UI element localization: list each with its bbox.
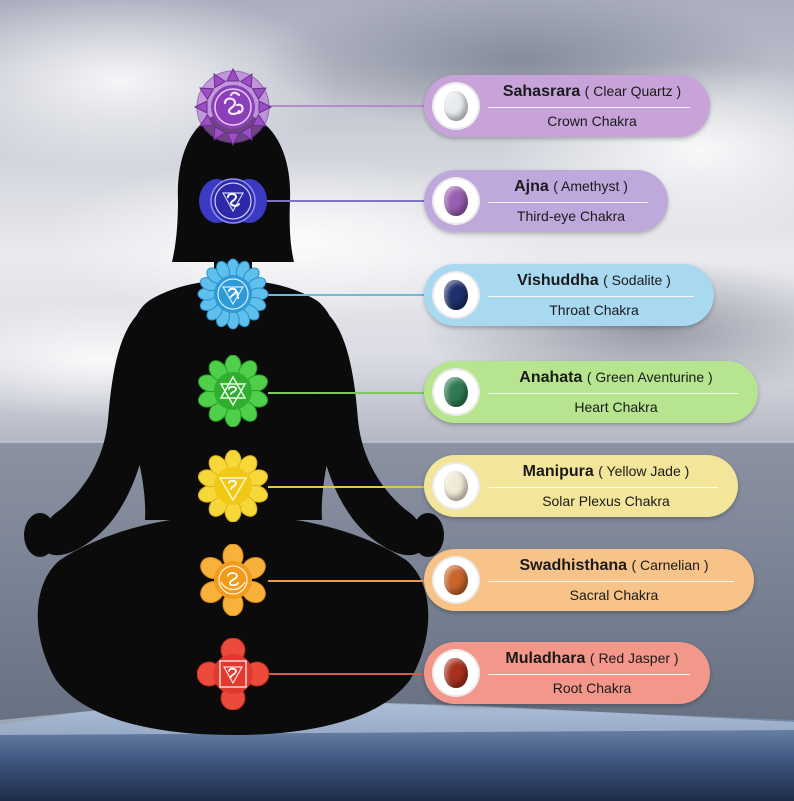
chakra-name: Manipura <box>522 463 594 480</box>
chakra-card-manipura: Manipura ( Yellow Jade ) Solar Plexus Ch… <box>424 455 738 517</box>
connector-line <box>265 200 428 202</box>
sodalite-stone-icon <box>444 280 468 310</box>
crystal-image <box>432 556 480 604</box>
crystal-name: Carnelian <box>640 557 700 573</box>
divider <box>488 581 734 582</box>
crystal-image <box>432 82 480 130</box>
divider <box>488 393 738 394</box>
root-chakra-symbol <box>197 638 269 710</box>
throat-chakra-symbol <box>197 258 269 330</box>
chakra-name-line: Vishuddha ( Sodalite ) <box>517 272 671 289</box>
divider <box>488 674 690 675</box>
crystal-name: Clear Quartz <box>593 83 673 99</box>
chakra-title: Root Chakra <box>552 680 632 696</box>
divider <box>488 202 648 203</box>
chakra-name-line: Ajna ( Amethyst ) <box>514 178 628 195</box>
sacral-chakra-symbol <box>200 544 266 616</box>
crystal-image <box>432 368 480 416</box>
chakra-title: Solar Plexus Chakra <box>542 493 670 509</box>
connector-line <box>268 392 428 394</box>
chakra-card-swadhisthana: Swadhisthana ( Carnelian ) Sacral Chakra <box>424 549 754 611</box>
connector-line <box>268 486 428 488</box>
connector-line <box>268 105 428 107</box>
crown-chakra-symbol <box>193 67 273 147</box>
crystal-image <box>432 649 480 697</box>
chakra-name: Swadhisthana <box>519 557 628 574</box>
crystal-image <box>432 462 480 510</box>
yellow-jade-stone-icon <box>444 471 468 501</box>
chakra-card-anahata: Anahata ( Green Aventurine ) Heart Chakr… <box>424 361 758 423</box>
chakra-name-line: Muladhara ( Red Jasper ) <box>505 650 679 667</box>
chakra-title: Throat Chakra <box>549 302 639 318</box>
chakra-title: Heart Chakra <box>574 399 658 415</box>
amethyst-stone-icon <box>444 186 468 216</box>
chakra-title: Sacral Chakra <box>569 587 659 603</box>
clear-quartz-stone-icon <box>444 91 468 121</box>
crystal-name: Sodalite <box>611 272 663 288</box>
crystal-name: Green Aventurine <box>595 369 705 385</box>
chakra-title: Crown Chakra <box>547 113 637 129</box>
chakra-name: Anahata <box>519 369 583 386</box>
chakra-name: Sahasrara <box>502 83 581 100</box>
divider <box>488 107 690 108</box>
divider <box>488 296 694 297</box>
carnelian-stone-icon <box>444 565 468 595</box>
heart-chakra-symbol <box>197 355 269 427</box>
connector-line <box>268 580 428 582</box>
chakra-card-ajna: Ajna ( Amethyst ) Third-eye Chakra <box>424 170 668 232</box>
chakra-name: Vishuddha <box>517 272 599 289</box>
crystal-image <box>432 271 480 319</box>
chakra-name: Ajna <box>514 178 549 195</box>
chakra-title: Third-eye Chakra <box>516 208 626 224</box>
green-aventurine-stone-icon <box>444 377 468 407</box>
chakra-name-line: Manipura ( Yellow Jade ) <box>522 463 690 480</box>
red-jasper-stone-icon <box>444 658 468 688</box>
chakra-name-line: Swadhisthana ( Carnelian ) <box>519 557 709 574</box>
chakra-card-sahasrara: Sahasrara ( Clear Quartz ) Crown Chakra <box>424 75 710 137</box>
crystal-name: Red Jasper <box>598 650 671 666</box>
solar-plexus-chakra-symbol <box>197 450 269 522</box>
crystal-name: Yellow Jade <box>606 463 681 479</box>
chakra-name-line: Sahasrara ( Clear Quartz ) <box>502 83 682 100</box>
chakra-name: Muladhara <box>505 650 586 667</box>
chakra-name-line: Anahata ( Green Aventurine ) <box>519 369 713 386</box>
chakra-card-muladhara: Muladhara ( Red Jasper ) Root Chakra <box>424 642 710 704</box>
connector-line <box>268 294 428 296</box>
divider <box>488 487 718 488</box>
chakra-card-vishuddha: Vishuddha ( Sodalite ) Throat Chakra <box>424 264 714 326</box>
connector-line <box>268 673 428 675</box>
crystal-image <box>432 177 480 225</box>
third-eye-chakra-symbol <box>199 178 267 224</box>
crystal-name: Amethyst <box>560 178 620 194</box>
